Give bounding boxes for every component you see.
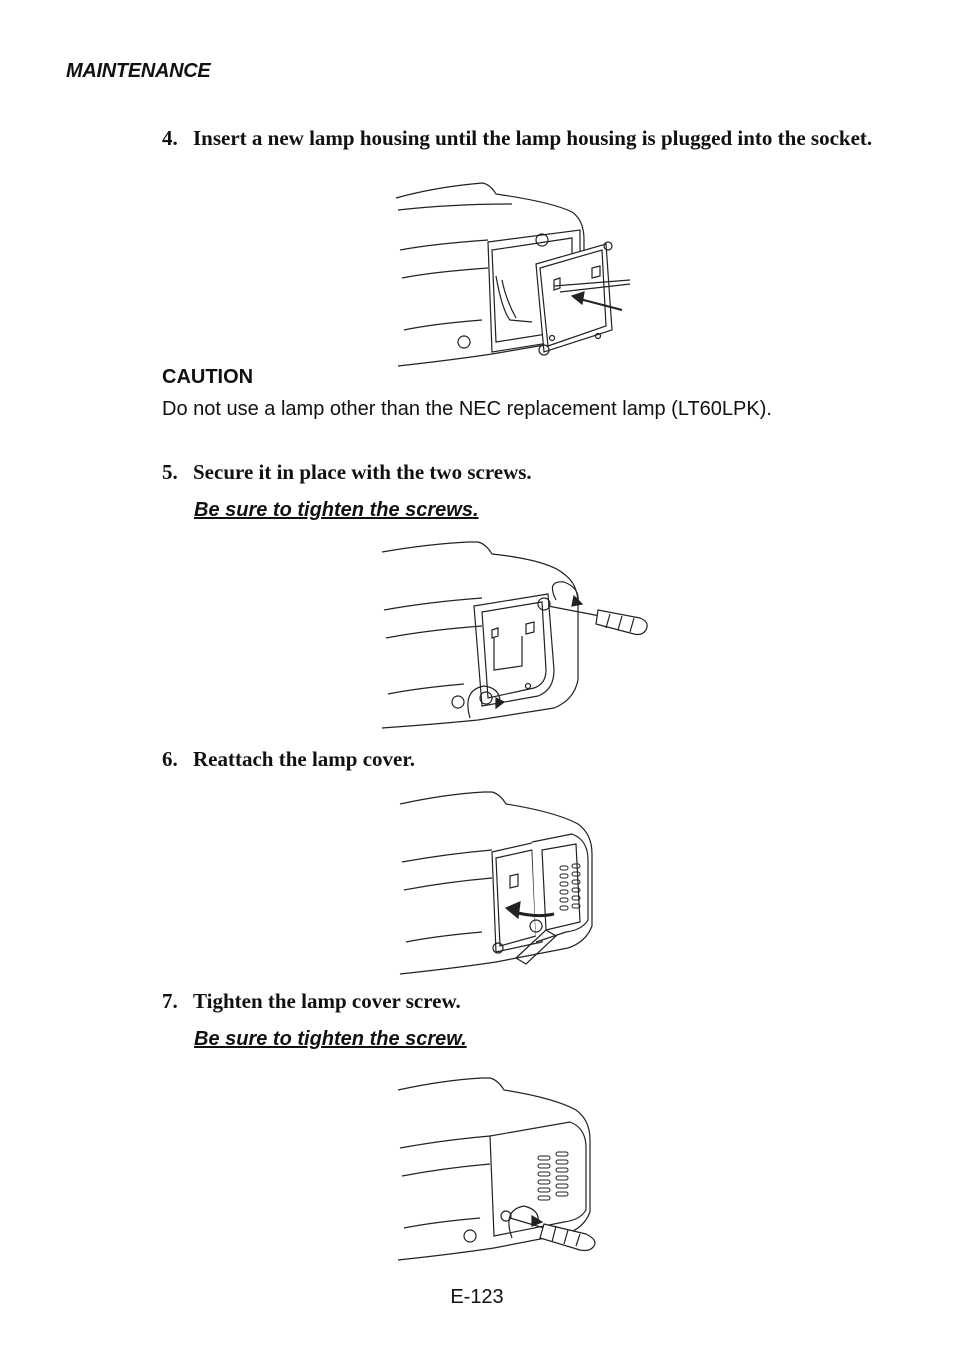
step-4: 4. Insert a new lamp housing until the l…	[162, 125, 890, 152]
step-text: Reattach the lamp cover.	[193, 747, 416, 771]
step-number: 6.	[162, 747, 178, 771]
step-text: Tighten the lamp cover screw.	[193, 989, 461, 1013]
step-number: 5.	[162, 460, 178, 484]
lamp-housing-insert-illustration	[392, 180, 642, 370]
caution-text: Do not use a lamp other than the NEC rep…	[162, 398, 772, 420]
step-text: Secure it in place with the two screws.	[193, 460, 532, 484]
step-number: 4.	[162, 126, 178, 150]
reattach-cover-illustration	[396, 790, 596, 976]
step-6: 6. Reattach the lamp cover.	[162, 746, 890, 773]
section-title: MAINTENANCE	[66, 60, 211, 82]
step-7: 7. Tighten the lamp cover screw.	[162, 988, 890, 1015]
secure-screws-illustration	[378, 540, 658, 730]
caution-title: CAUTION	[162, 366, 254, 388]
step-text: Insert a new lamp housing until the lamp…	[193, 126, 873, 150]
page-number: E-123	[450, 1286, 504, 1308]
tighten-cover-screw-illustration	[394, 1076, 604, 1262]
tighten-screw-note: Be sure to tighten the screw.	[194, 1028, 467, 1050]
tighten-screws-note: Be sure to tighten the screws.	[194, 499, 479, 521]
step-number: 7.	[162, 989, 178, 1013]
step-5: 5. Secure it in place with the two screw…	[162, 459, 890, 486]
